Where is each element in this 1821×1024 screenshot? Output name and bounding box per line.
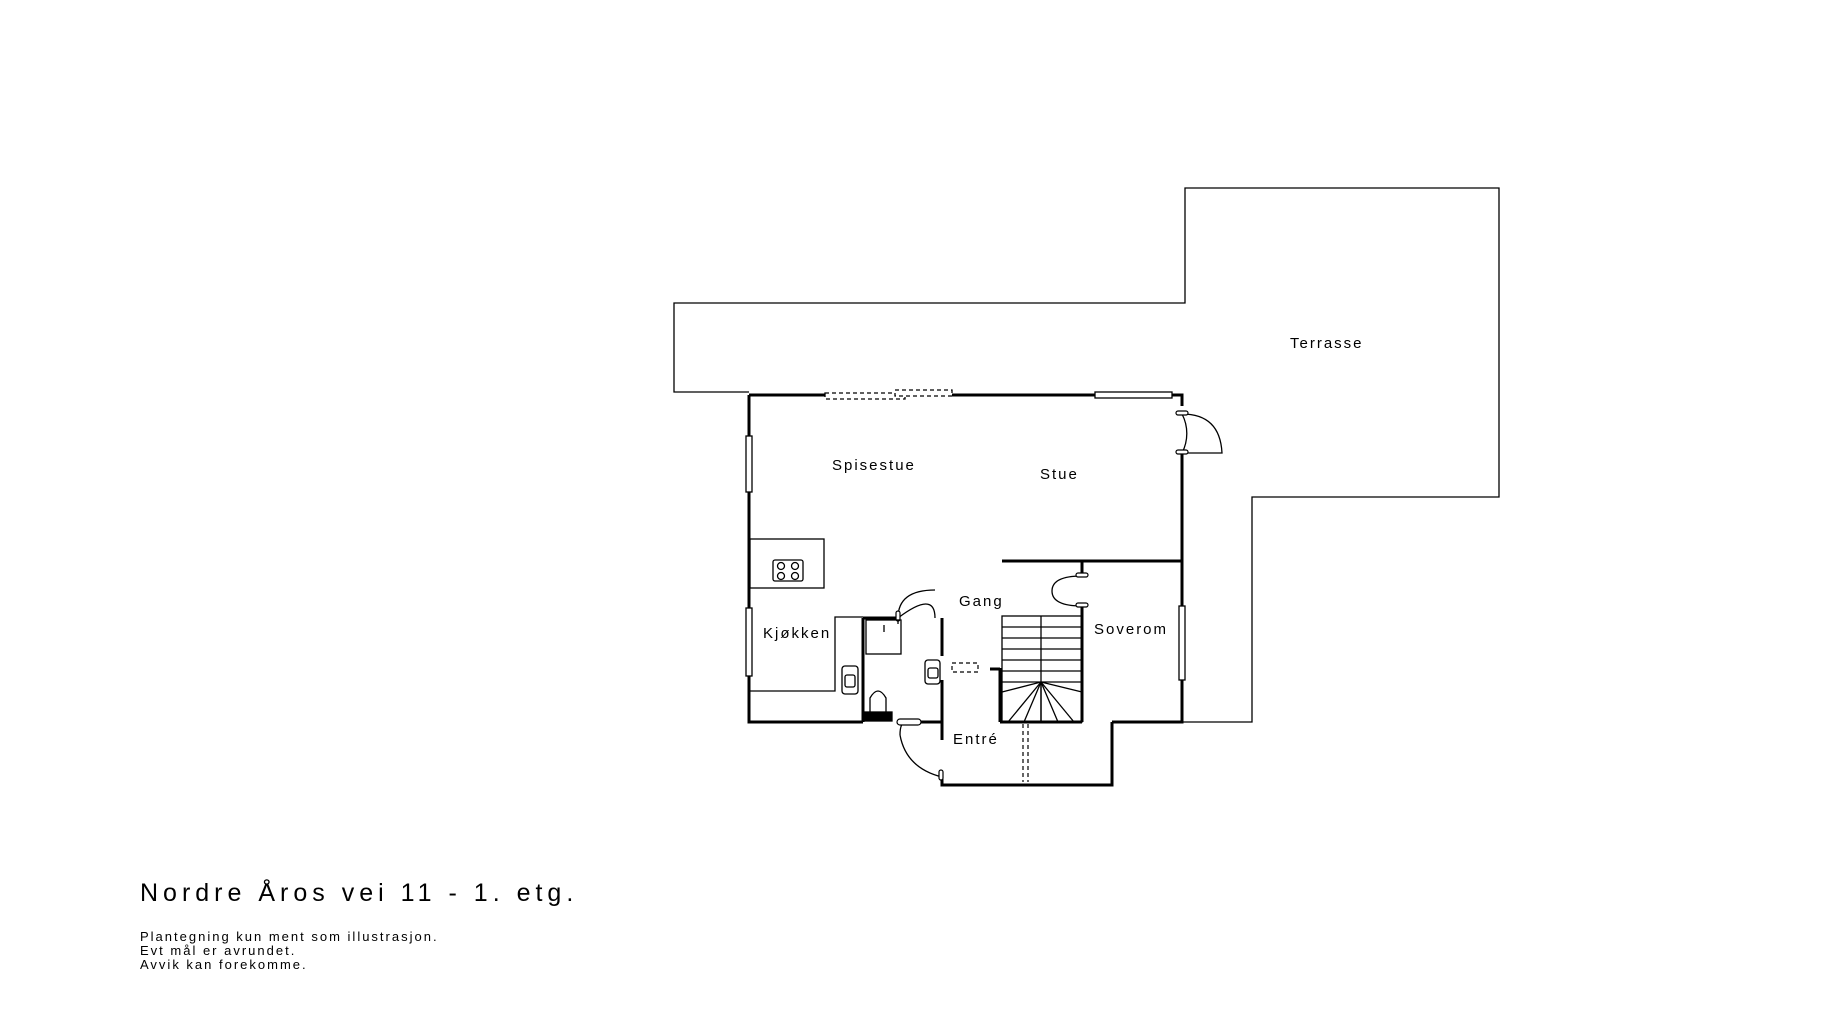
door-handles <box>895 410 1189 781</box>
room-label-terrasse: Terrasse <box>1290 335 1364 352</box>
windows <box>745 389 1186 681</box>
staircase <box>1001 615 1083 723</box>
plan-title: Nordre Åros vei 11 - 1. etg. <box>140 879 579 907</box>
note-line: Evt mål er avrundet. <box>140 943 297 958</box>
note-line: Avvik kan forekomme. <box>140 957 308 972</box>
exterior-walls <box>747 393 1184 787</box>
room-label-soverom: Soverom <box>1094 621 1168 638</box>
room-label-stue: Stue <box>1040 466 1079 483</box>
room-label-entre: Entré <box>953 731 999 748</box>
dashed-openings <box>951 662 1029 782</box>
interior-walls <box>861 559 1182 724</box>
room-label-spisestue: Spisestue <box>832 457 916 474</box>
note-line: Plantegning kun ment som illustrasjon. <box>140 929 439 944</box>
plan-notes: Plantegning kun ment som illustrasjon. E… <box>140 930 439 972</box>
room-label-gang: Gang <box>959 593 1004 610</box>
kitchen-fixtures <box>749 538 863 695</box>
terrace-outline <box>673 187 1500 723</box>
bathroom-fixtures <box>863 619 941 722</box>
room-label-kjokken: Kjøkken <box>763 625 831 642</box>
